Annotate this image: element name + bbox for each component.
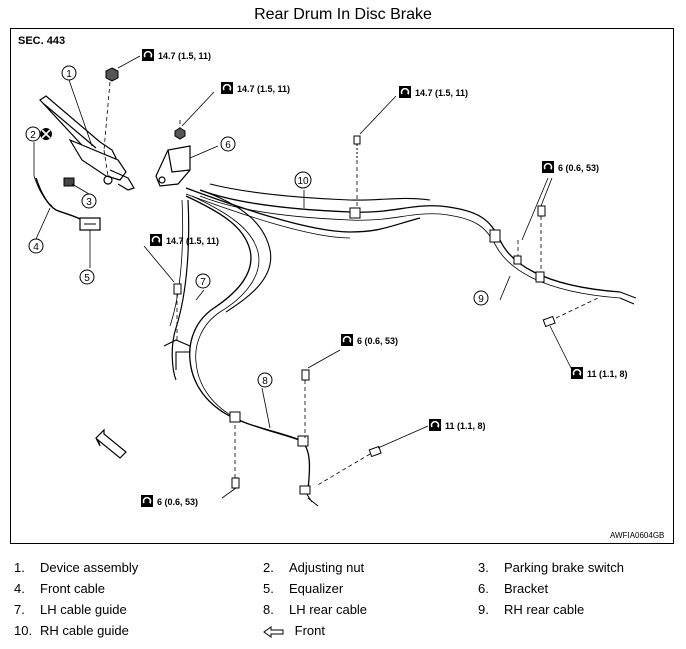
- legend-item: 9.RH rear cable: [478, 602, 585, 617]
- leader-line: [117, 55, 141, 69]
- legend-item: 8.LH rear cable: [263, 602, 368, 617]
- torque-wrench-icon: [141, 48, 155, 62]
- callout-8: 8: [257, 372, 273, 388]
- front-arrow-icon: [95, 428, 127, 459]
- leader-line: [181, 91, 215, 127]
- nut-icon: [174, 127, 186, 140]
- bolt-icon: [542, 297, 599, 328]
- svg-text:3: 3: [86, 197, 92, 208]
- leader-line: [499, 275, 511, 301]
- legend-item: 10.RH cable guide: [14, 623, 129, 638]
- leader-line: [521, 177, 553, 241]
- torque-label: 11 (1.1, 8): [445, 421, 486, 431]
- svg-text:5: 5: [84, 273, 90, 284]
- callout-3: 3: [81, 193, 97, 209]
- callout-9: 9: [473, 290, 489, 306]
- torque-wrench-icon: [140, 494, 154, 508]
- leader-line: [359, 95, 397, 135]
- callouts: 1 2 3 4 5 6 7 8 9 10: [25, 65, 489, 388]
- torque-label: 14.7 (1.5, 11): [158, 51, 211, 61]
- svg-text:8: 8: [262, 376, 268, 387]
- equalizer: [79, 217, 101, 231]
- bolt-icon: [301, 369, 310, 438]
- diagram-title: Rear Drum In Disc Brake: [254, 6, 432, 23]
- svg-text:7: 7: [200, 277, 206, 288]
- rh-cable: [185, 183, 637, 305]
- callout-2: 2: [25, 126, 41, 142]
- leader-line: [261, 387, 271, 429]
- bracket: [155, 145, 191, 187]
- legend-item: 4.Front cable: [14, 581, 106, 596]
- front-arrow-icon: [263, 625, 284, 638]
- torque-label: 11 (1.1, 8): [587, 369, 628, 379]
- legend-item: 3.Parking brake switch: [478, 560, 624, 575]
- front-label: Front: [294, 623, 325, 638]
- callout-5: 5: [79, 269, 95, 285]
- front-cable: [35, 177, 87, 223]
- svg-text:6: 6: [225, 140, 231, 151]
- leader-line: [143, 245, 175, 283]
- legend-item: 6.Bracket: [478, 581, 549, 596]
- torque-label: 6 (0.6, 53): [157, 497, 198, 507]
- front-cable-edge: [33, 175, 53, 207]
- torque-wrench-icon: [570, 366, 584, 380]
- callout-4: 4: [28, 238, 44, 254]
- svg-text:4: 4: [33, 242, 39, 253]
- bolt-icon: [231, 424, 240, 489]
- torque-label: 14.7 (1.5, 11): [237, 84, 290, 94]
- leader-line: [195, 289, 205, 301]
- svg-text:1: 1: [66, 69, 72, 80]
- lh-guide-bracket: [163, 339, 191, 370]
- torque-wrench-icon: [220, 81, 234, 95]
- torque-label: 14.7 (1.5, 11): [166, 236, 219, 246]
- callout-7: 7: [195, 273, 211, 289]
- leader-line: [35, 207, 51, 240]
- leader-line: [189, 145, 219, 159]
- legend-item: 5.Equalizer: [263, 581, 344, 596]
- section-label: SEC. 443: [18, 35, 65, 47]
- bolt-icon: [353, 135, 361, 208]
- torque-label: 6 (0.6, 53): [558, 163, 599, 173]
- legend-item: 1.Device assembly: [14, 560, 139, 575]
- torque-wrench-icon: [541, 160, 555, 174]
- bolt-icon: [173, 283, 182, 340]
- adjusting-nut: [40, 128, 52, 140]
- leader-line: [68, 79, 93, 147]
- leader-line: [103, 149, 109, 177]
- leader-line: [307, 349, 341, 369]
- torque-label: 14.7 (1.5, 11): [415, 88, 468, 98]
- svg-text:9: 9: [478, 294, 484, 305]
- callout-10: 10: [294, 171, 312, 189]
- leader-line: [549, 325, 573, 371]
- lh-cable: [169, 189, 319, 507]
- torque-wrench-icon: [340, 333, 354, 347]
- device-assembly: [39, 95, 135, 191]
- parking-brake-switch: [63, 177, 75, 187]
- callout-6: 6: [220, 136, 236, 152]
- torque-wrench-icon: [398, 85, 412, 99]
- legend-item: 7.LH cable guide: [14, 602, 127, 617]
- diagram-frame: [10, 28, 674, 544]
- brake-diagram: SEC. 443 AWFIA0604GB: [18, 35, 664, 540]
- callout-1: 1: [61, 65, 77, 81]
- nut-icon: [105, 67, 119, 82]
- svg-text:10: 10: [297, 176, 309, 187]
- legend-item: 2.Adjusting nut: [263, 560, 365, 575]
- leader-line: [221, 487, 237, 499]
- leader-line: [103, 81, 111, 151]
- torque-wrench-icon: [149, 233, 163, 247]
- torque-wrench-icon: [428, 418, 442, 432]
- leader-line: [71, 183, 90, 195]
- torque-label: 6 (0.6, 53): [357, 336, 398, 346]
- svg-text:2: 2: [30, 130, 36, 141]
- legend-item: Front: [263, 623, 325, 638]
- figure-code: AWFIA0604GB: [610, 531, 664, 540]
- bolt-icon: [315, 445, 382, 487]
- bolt-icon: [513, 240, 522, 265]
- leader-line: [377, 425, 429, 449]
- bolt-icon: [537, 205, 546, 270]
